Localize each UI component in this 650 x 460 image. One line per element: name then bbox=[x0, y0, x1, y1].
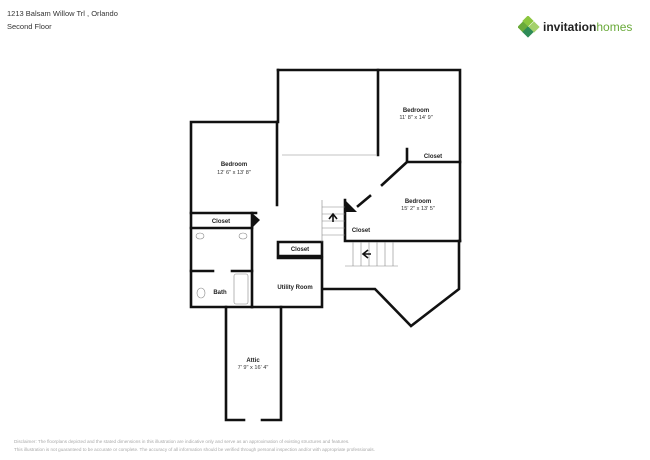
room-label: Closet bbox=[212, 219, 230, 225]
stairs-up-arrow-icon bbox=[328, 212, 338, 222]
wall-top bbox=[276, 68, 462, 243]
room-label: Closet bbox=[352, 228, 370, 234]
wall-corner-left bbox=[252, 213, 260, 228]
wall-lower bbox=[321, 239, 461, 328]
room-label: Closet bbox=[291, 247, 309, 253]
room-dims: 12' 6" x 13' 8" bbox=[217, 170, 251, 176]
sink-icon bbox=[195, 232, 205, 240]
toilet-icon bbox=[196, 287, 206, 299]
wall-diagonal bbox=[356, 160, 409, 208]
wall-utility bbox=[189, 256, 324, 309]
room-dims: 7' 9" x 16' 4" bbox=[238, 365, 269, 371]
floor-label: Second Floor bbox=[7, 22, 52, 31]
logo-text: invitationhomes bbox=[543, 20, 633, 34]
wall-middle-room-left bbox=[189, 68, 280, 309]
wall-closet-middle bbox=[276, 240, 324, 258]
disclaimer-line-2: This illustration is not guaranteed to b… bbox=[14, 447, 375, 452]
address: 1213 Balsam Willow Trl , Orlando bbox=[7, 9, 118, 18]
bathtub-icon bbox=[233, 273, 249, 305]
room-label: Closet bbox=[424, 154, 442, 160]
room-label: Bedroom bbox=[403, 108, 429, 114]
room-label: Bath bbox=[213, 290, 227, 296]
room-label: Bedroom bbox=[405, 199, 431, 205]
wall-attic bbox=[224, 305, 283, 422]
sink-icon bbox=[238, 232, 248, 240]
room-dims: 15' 2" x 13' 5" bbox=[401, 206, 435, 212]
room-dims: 11' 8" x 14' 9" bbox=[399, 115, 432, 121]
room-label: Bedroom bbox=[221, 162, 247, 168]
logo-mark-icon bbox=[518, 16, 540, 38]
wall-closet-top-right bbox=[405, 147, 462, 164]
wall-closet-left bbox=[189, 211, 258, 230]
room-label: Utility Room bbox=[277, 285, 312, 291]
stairs bbox=[321, 200, 398, 267]
wall-closet-right bbox=[343, 198, 462, 243]
disclaimer-line-1: Disclaimer: The floorplans depicted and … bbox=[14, 439, 350, 444]
logo: invitationhomes bbox=[518, 16, 632, 38]
stairs-left-arrow-icon bbox=[361, 249, 371, 259]
wall-corner-right bbox=[345, 200, 357, 212]
room-label: Attic bbox=[246, 358, 260, 364]
